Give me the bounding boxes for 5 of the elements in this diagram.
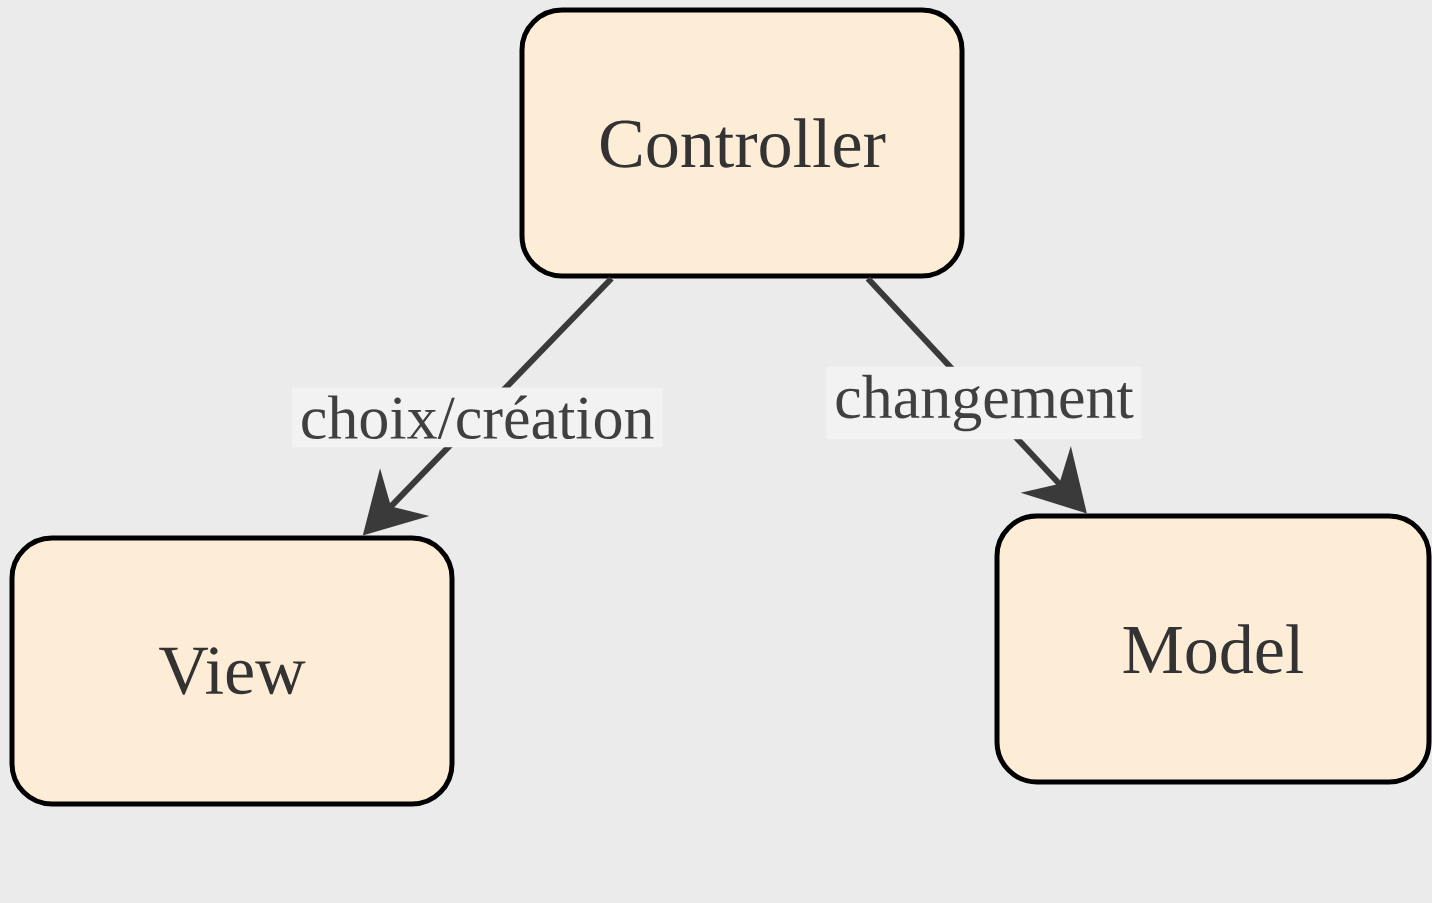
edge-label: changement xyxy=(826,366,1142,440)
box: Controller xyxy=(519,7,965,279)
edge-label: choix/création xyxy=(291,387,663,448)
box: View xyxy=(9,535,455,807)
box: Model xyxy=(994,513,1432,785)
